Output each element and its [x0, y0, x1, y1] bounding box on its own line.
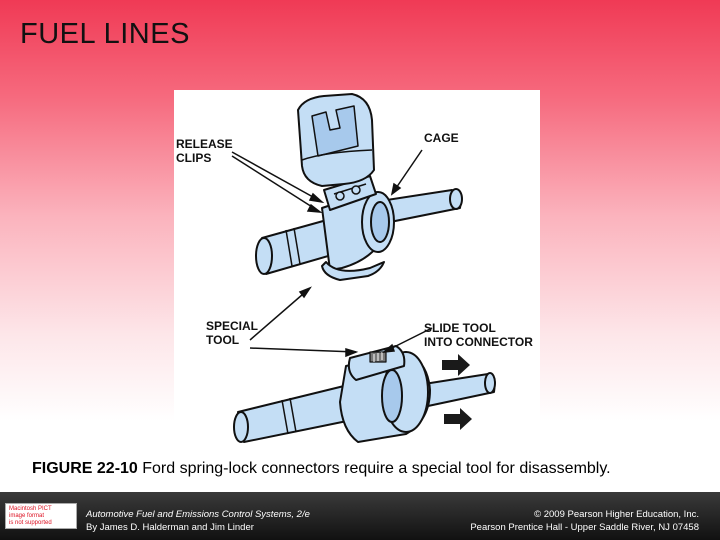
- figure-number: FIGURE 22-10: [32, 460, 138, 477]
- caption-text: Ford spring-lock connectors require a sp…: [137, 460, 611, 477]
- direction-arrow-upper: [442, 354, 470, 376]
- slide-direction-arrows: [442, 354, 472, 430]
- footer-book-info: Automotive Fuel and Emissions Control Sy…: [86, 508, 310, 534]
- footer-copyright: © 2009 Pearson Higher Education, Inc.: [534, 509, 699, 520]
- logo-line-2: image format: [9, 513, 45, 519]
- label-slide-tool-line2: INTO CONNECTOR: [424, 335, 533, 349]
- footer-book-title: Automotive Fuel and Emissions Control Sy…: [86, 509, 310, 520]
- footer-publisher: Pearson Prentice Hall - Upper Saddle Riv…: [470, 522, 699, 533]
- label-special-tool-line1: SPECIAL: [206, 319, 258, 333]
- top-lower-clip: [321, 261, 385, 281]
- figure-caption: FIGURE 22-10 Ford spring-lock connectors…: [32, 460, 712, 478]
- direction-arrow-lower: [444, 408, 472, 430]
- label-special-tool-line2: TOOL: [206, 333, 239, 347]
- label-slide-tool-line1: SLIDE TOOL: [424, 321, 496, 335]
- bottom-tube-left-end: [233, 411, 249, 443]
- label-cage: CAGE: [424, 131, 459, 145]
- top-assembly: [255, 93, 463, 281]
- bottom-tube-right: [423, 373, 496, 407]
- slide-title: FUEL LINES: [20, 18, 190, 50]
- top-leader-lines: [231, 149, 423, 213]
- footer-publisher-info: © 2009 Pearson Higher Education, Inc. Pe…: [470, 508, 699, 534]
- label-release-clips-line1: RELEASE: [176, 137, 233, 151]
- footer-authors: By James D. Halderman and Jim Linder: [86, 522, 254, 533]
- bottom-tube-left: [237, 385, 353, 443]
- connector-diagram: RELEASE CLIPS CAGE: [176, 93, 533, 443]
- bottom-assembly: [233, 345, 496, 443]
- bottom-leader-lines: [249, 286, 433, 358]
- label-release-clips-line2: CLIPS: [176, 151, 211, 165]
- logo-line-3: is not supported: [9, 520, 52, 526]
- top-tube-left-end: [255, 237, 273, 275]
- figure-illustration: RELEASE CLIPS CAGE: [174, 90, 540, 444]
- footer-bar: Macintosh PICT image format is not suppo…: [0, 492, 720, 540]
- logo-line-1: Macintosh PICT: [9, 506, 52, 512]
- publisher-logo-placeholder: Macintosh PICT image format is not suppo…: [5, 503, 77, 529]
- bottom-tool-cap: [347, 345, 406, 381]
